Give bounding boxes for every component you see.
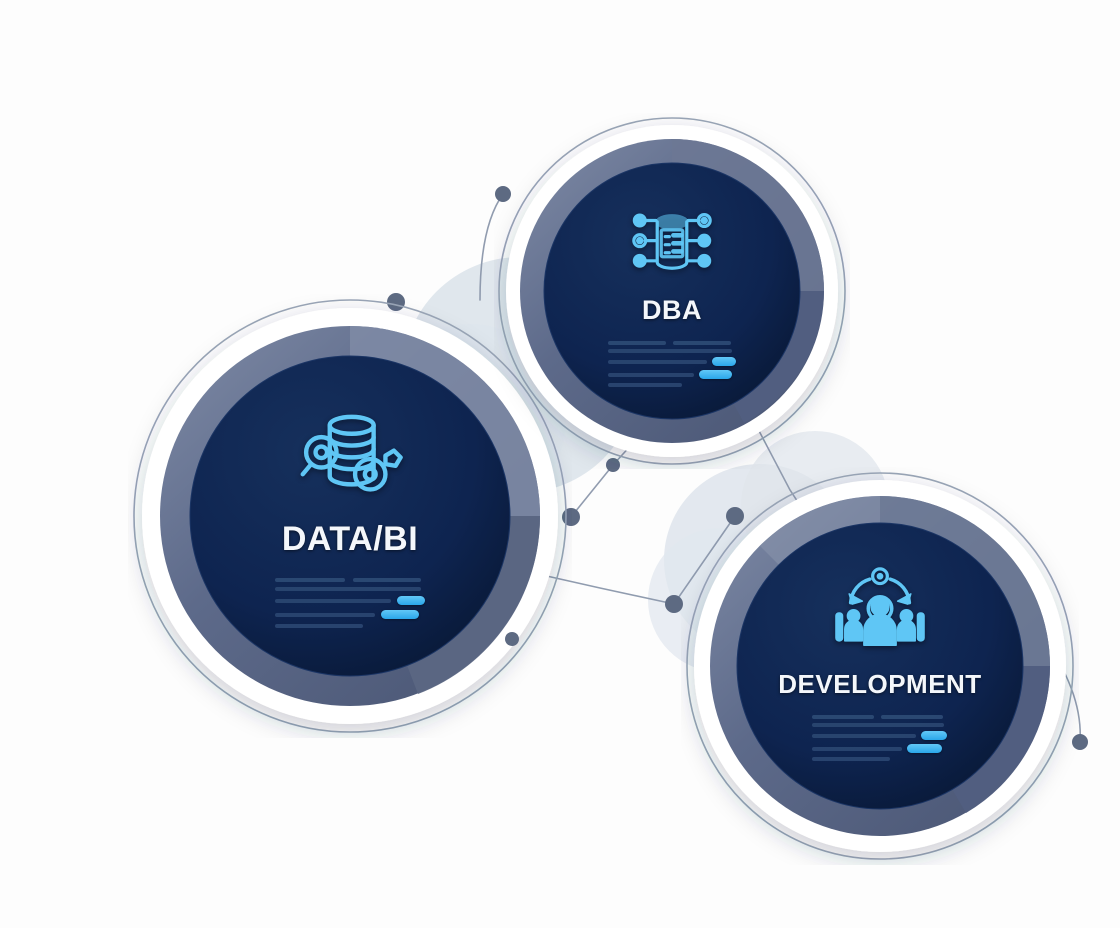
connector-dot-dev-right: [1072, 734, 1088, 750]
node-dba[interactable]: DBA: [494, 113, 850, 469]
node-development-label: DEVELOPMENT: [778, 669, 982, 699]
connector-dot-dba-upper-left: [495, 186, 511, 202]
database-network-icon: [629, 199, 715, 285]
node-dba-placeholder-lines: [608, 341, 736, 387]
accent-pill: [699, 370, 732, 379]
connector-databi-to-dev: [519, 515, 736, 605]
connector-dba-to-databi: [479, 193, 504, 301]
stacked-data-disks-icon: [296, 400, 404, 508]
accent-pill: [907, 744, 942, 753]
accent-pill: [397, 596, 425, 605]
accent-pill: [381, 610, 419, 619]
accent-pill: [712, 357, 736, 366]
ring-node-bump-data-bi: [505, 632, 519, 646]
connector-dot-dev-upper-left: [726, 507, 744, 525]
node-development-placeholder-lines: [812, 715, 948, 761]
node-dba-rings: [498, 117, 846, 465]
node-data-bi[interactable]: DATA/BI: [128, 294, 572, 738]
node-development-rings: [686, 472, 1074, 860]
node-data-bi-label: DATA/BI: [281, 520, 419, 558]
connector-dot-center-junction: [665, 595, 683, 613]
connector-dot-dba-lower: [606, 458, 620, 472]
node-development[interactable]: DEVELOPMENT: [681, 467, 1079, 865]
node-dba-label: DBA: [642, 295, 702, 325]
node-data-bi-placeholder-lines: [275, 578, 425, 628]
accent-pill: [921, 731, 947, 740]
node-data-bi-rings: [133, 299, 567, 733]
team-cycle-icon: [833, 563, 927, 657]
